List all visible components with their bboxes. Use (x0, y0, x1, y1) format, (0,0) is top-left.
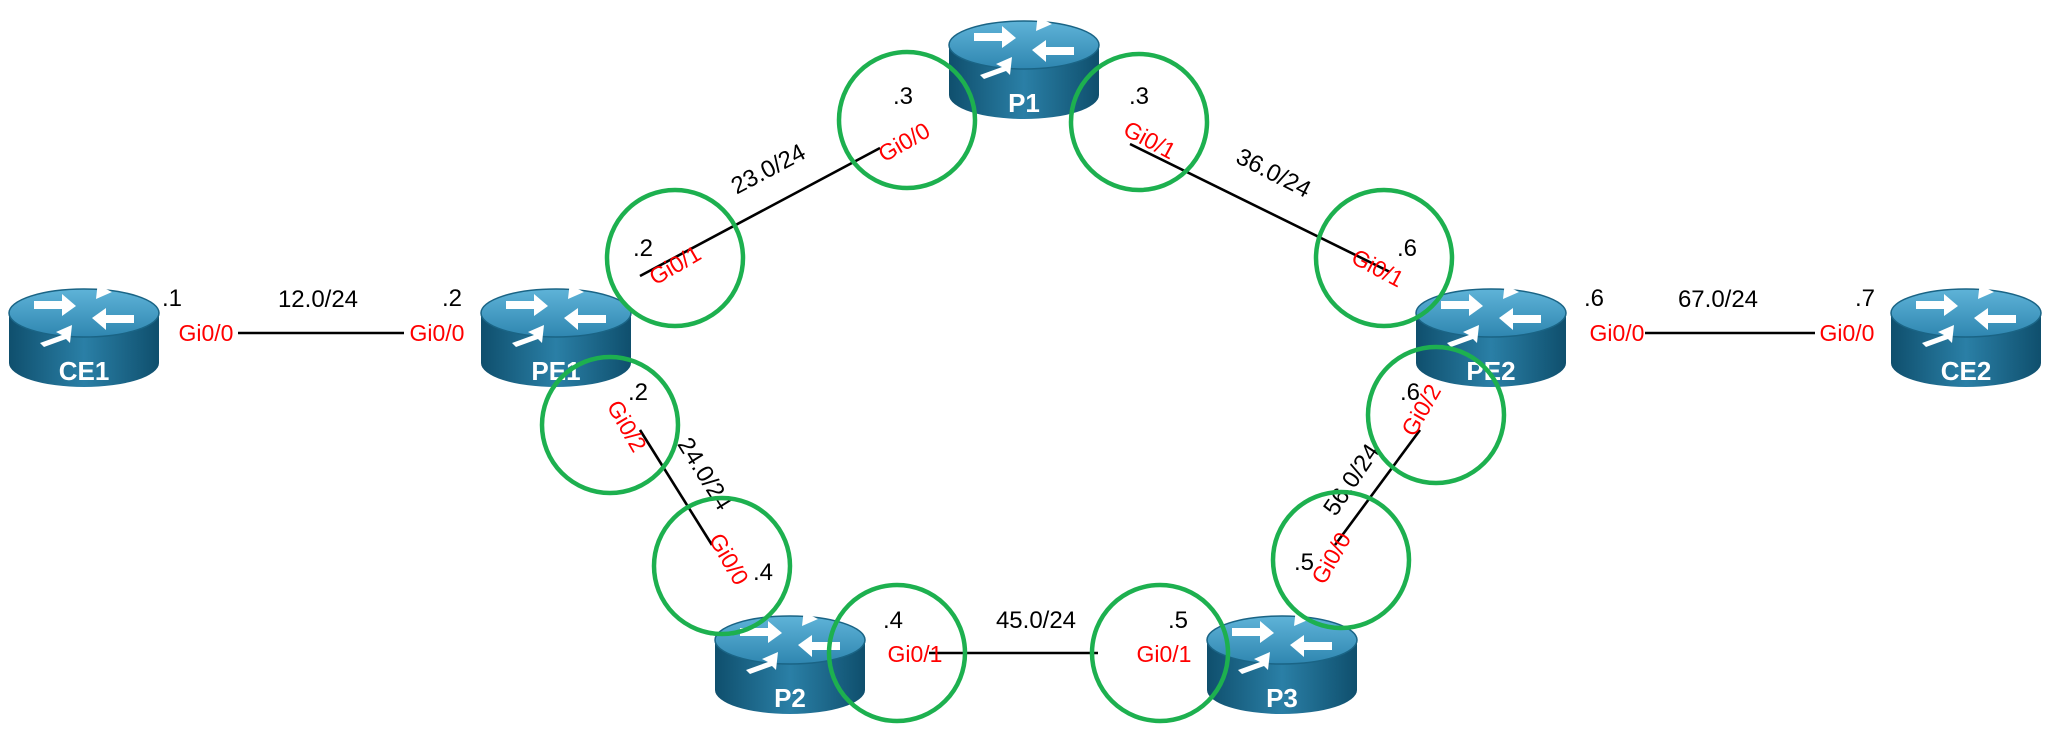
ip-pe1-gi02: .2 (628, 379, 648, 406)
link-pe1-p2 (638, 429, 714, 546)
network-label-45: 45.0/24 (996, 607, 1076, 634)
ip-pe2-gi02: .6 (1400, 379, 1420, 406)
ip-p3-gi00: .5 (1294, 549, 1314, 576)
router-name-p1: P1 (1008, 88, 1040, 118)
iface-p1-gi01: Gi0/1 (1119, 116, 1180, 165)
iface-p1-gi00: Gi0/0 (874, 117, 935, 167)
ip-ce1-gi00: .1 (162, 285, 182, 312)
router-p1: P1 (948, 8, 1100, 120)
ip-p2-gi01: .4 (883, 607, 903, 634)
network-label-12: 12.0/24 (278, 286, 358, 313)
ip-ce2-gi00: .7 (1855, 285, 1875, 312)
link-pe1-p1 (639, 146, 881, 278)
highlight-p3-gi01 (1089, 582, 1231, 724)
ip-pe1-gi01: .2 (633, 235, 653, 262)
highlight-circles (539, 49, 1507, 724)
ip-p1-gi01: .3 (1129, 83, 1149, 110)
iface-pe1-gi00: Gi0/0 (410, 320, 465, 346)
interface-labels: Gi0/0 Gi0/0 Gi0/1 Gi0/0 Gi0/1 Gi0/1 Gi0/… (179, 116, 1875, 667)
ip-pe2-gi01: .6 (1397, 235, 1417, 262)
router-name-ce2: CE2 (1941, 356, 1992, 386)
ip-p2-gi00: .4 (753, 559, 773, 586)
ip-p1-gi00: .3 (893, 83, 913, 110)
highlight-p2-gi00 (651, 495, 793, 637)
iface-pe2-gi00: Gi0/0 (1590, 320, 1645, 346)
highlight-pe2-gi02 (1365, 344, 1507, 486)
router-ce1: CE1 (8, 276, 160, 388)
ip-pe1-gi00: .2 (442, 285, 462, 312)
iface-p2-gi00: Gi0/0 (704, 529, 754, 590)
highlight-pe1-gi01 (604, 187, 746, 329)
router-pe1: PE1 (480, 276, 632, 388)
network-label-36: 36.0/24 (1232, 143, 1316, 203)
iface-pe1-gi01: Gi0/1 (645, 240, 706, 290)
network-labels: 12.0/24 23.0/24 36.0/24 67.0/24 24.0/24 … (278, 139, 1758, 634)
highlight-pe2-gi01 (1313, 187, 1455, 329)
highlight-pe1-gi02 (539, 354, 681, 496)
router-p3: P3 (1206, 603, 1358, 715)
highlight-p2-gi01 (826, 582, 968, 724)
link-p1-pe2 (1129, 142, 1391, 274)
network-label-67: 67.0/24 (1678, 286, 1758, 313)
ip-labels: .1 .2 .2 .3 .3 .6 .6 .7 .2 .6 .4 .5 .4 .… (162, 83, 1875, 634)
iface-ce2-gi00: Gi0/0 (1820, 320, 1875, 346)
highlight-p1-gi00 (836, 49, 978, 191)
iface-p3-gi01: Gi0/1 (1137, 641, 1192, 667)
iface-p2-gi01: Gi0/1 (888, 641, 943, 667)
router-ce2: CE2 (1890, 276, 2042, 388)
links (238, 142, 1815, 655)
ip-pe2-gi00: .6 (1584, 285, 1604, 312)
router-p2: P2 (714, 603, 866, 715)
router-name-p2: P2 (774, 683, 806, 713)
router-name-ce1: CE1 (59, 356, 110, 386)
highlight-p3-gi00 (1270, 489, 1412, 631)
network-label-24: 24.0/24 (672, 433, 737, 515)
link-p3-pe2 (1333, 429, 1422, 546)
ip-p3-gi01: .5 (1168, 607, 1188, 634)
router-name-p3: P3 (1266, 683, 1298, 713)
iface-ce1-gi00: Gi0/0 (179, 320, 234, 346)
highlight-p1-gi01 (1068, 51, 1210, 193)
router-pe2: PE2 (1415, 276, 1567, 388)
network-label-56: 56.0/24 (1318, 439, 1385, 520)
